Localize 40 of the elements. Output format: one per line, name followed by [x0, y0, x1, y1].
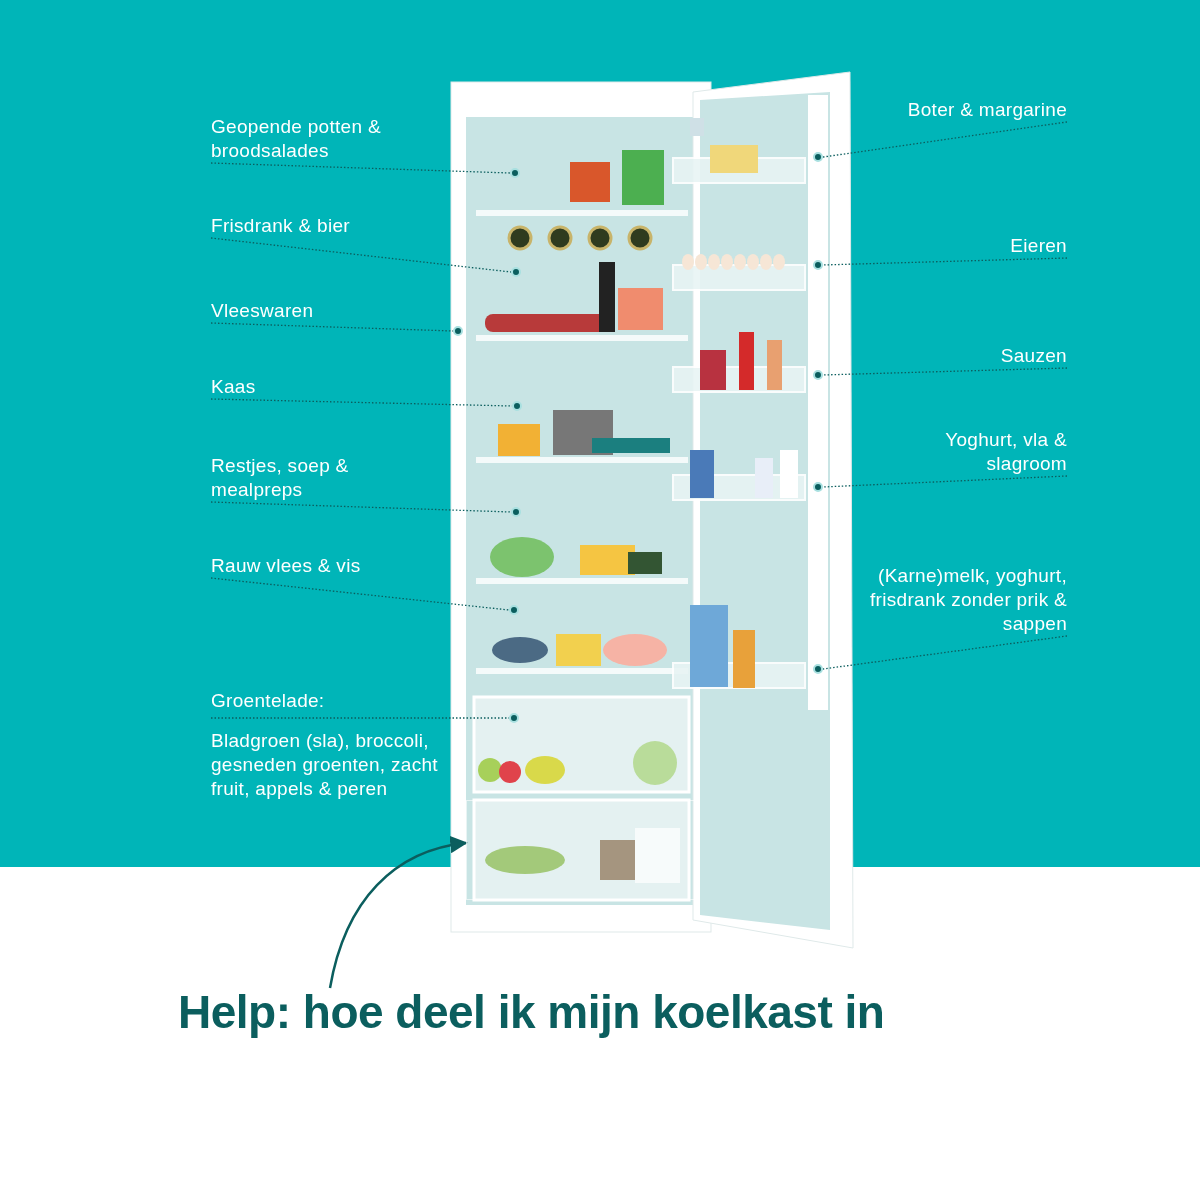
- leader-line: [210, 398, 513, 407]
- leader-line: [210, 717, 510, 719]
- leader-dot: [510, 168, 520, 178]
- callout-label: Rauw vlees & vis: [211, 554, 411, 578]
- leader-line: [210, 162, 511, 174]
- leader-dot: [453, 326, 463, 336]
- leader-dot: [511, 267, 521, 277]
- leader-line: [210, 322, 454, 332]
- leader-dot: [813, 152, 823, 162]
- leader-dot: [813, 260, 823, 270]
- callout-label: Restjes, soep & mealpreps: [211, 454, 411, 502]
- callout-label: Eieren: [867, 234, 1067, 258]
- leader-line: [822, 367, 1068, 376]
- callout-label: Frisdrank & bier: [211, 214, 411, 238]
- leader-dot: [512, 401, 522, 411]
- leader-line: [822, 475, 1068, 488]
- callout-label: Kaas: [211, 375, 411, 399]
- title: Help: hoe deel ik mijn koelkast in: [178, 985, 885, 1039]
- callout-label: Sauzen: [867, 344, 1067, 368]
- body-text: Bladgroen (sla), broccoli, gesneden groenten, zacht fruit, appels & peren: [211, 729, 439, 801]
- leader-dot: [813, 370, 823, 380]
- curved-arrow: [328, 836, 468, 989]
- leader-dot: [509, 713, 519, 723]
- callout-label: Yoghurt, vla & slagroom: [867, 428, 1067, 476]
- leader-line: [210, 577, 510, 611]
- crisper-drawer: [466, 800, 697, 900]
- callout-label: Boter & margarine: [867, 98, 1067, 122]
- leader-line: [210, 237, 512, 273]
- leader-dot: [511, 507, 521, 517]
- leader-dot: [813, 664, 823, 674]
- leader-line: [822, 635, 1068, 670]
- callout-label: Vleeswaren: [211, 299, 411, 323]
- callout-label: Geopende potten & broodsalades: [211, 115, 471, 163]
- leader-dot: [509, 605, 519, 615]
- leader-dot: [813, 482, 823, 492]
- leader-line: [822, 121, 1068, 158]
- callout-label: (Karne)melk, yoghurt, frisdrank zonder prik & sappen: [847, 564, 1067, 636]
- leader-line: [822, 257, 1068, 266]
- section-heading: Groentelade:: [211, 689, 326, 713]
- leader-line: [210, 501, 512, 513]
